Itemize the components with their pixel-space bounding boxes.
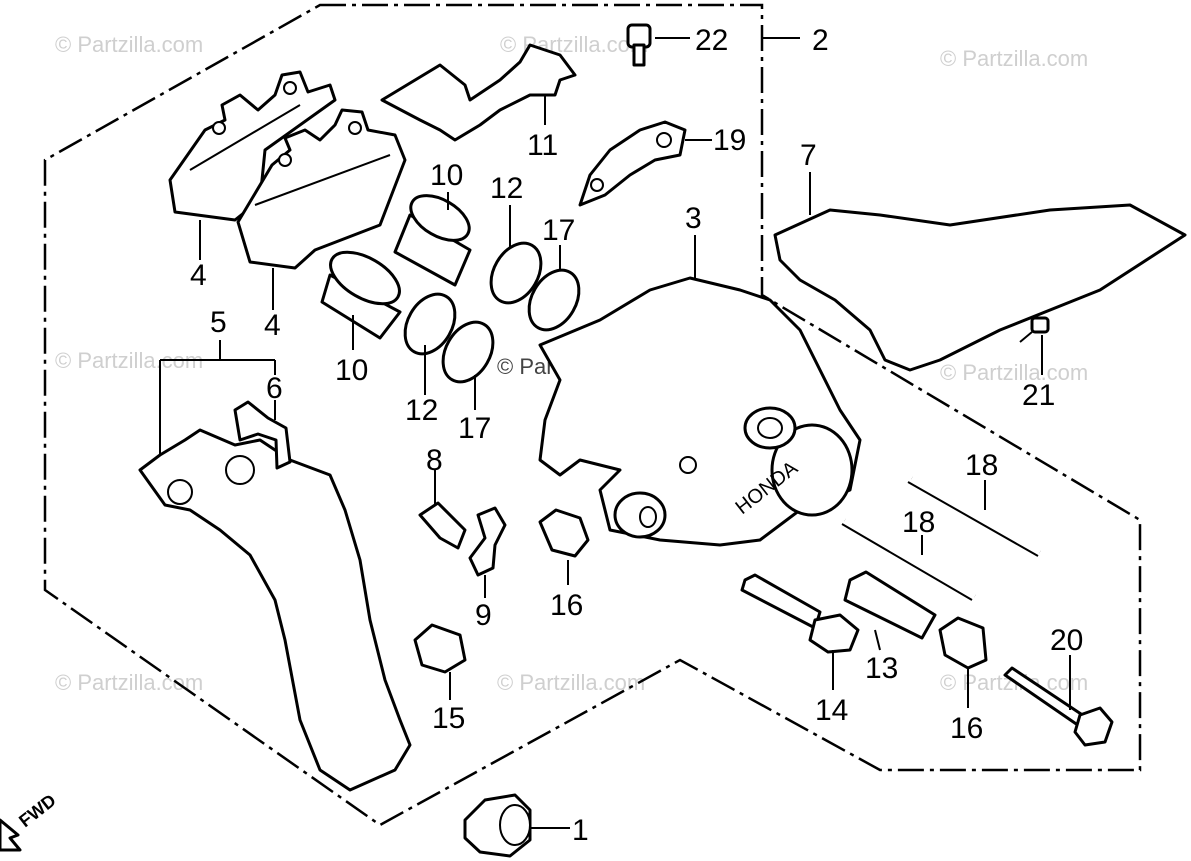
dust-seal-lower (441, 320, 495, 384)
piston-lower (320, 250, 402, 340)
pad-pin-lower (841, 517, 977, 601)
piston-seal-upper (489, 241, 543, 305)
bracket-clip (233, 400, 292, 470)
callout-2: 2 (812, 24, 829, 57)
callout-4: 4 (190, 259, 207, 292)
callout-17: 17 (542, 214, 575, 247)
callout-10: 10 (430, 159, 463, 192)
assembly-outline (43, 3, 1142, 827)
dust-seal-upper (527, 268, 581, 332)
callout-8: 8 (426, 444, 443, 477)
watermark: © Partzilla.com (497, 670, 645, 695)
watermark: © Partzilla.com (940, 360, 1088, 385)
callouts: 1 2 3 4 4 5 6 7 8 9 10 10 11 12 12 13 14… (190, 24, 1083, 847)
caliper-guard (773, 203, 1187, 372)
callout-1: 1 (572, 814, 589, 847)
bracket-hole (167, 479, 193, 505)
piston-upper (393, 194, 472, 287)
callout-5: 5 (210, 306, 227, 339)
callout-3: 3 (685, 202, 702, 235)
watermark: © Partzilla.com (940, 46, 1088, 71)
watermark: © Partzilla.com (55, 32, 203, 57)
bracket-hole (225, 455, 255, 485)
callout-18: 18 (965, 449, 998, 482)
callout-16: 16 (950, 712, 983, 745)
callout-17: 17 (458, 412, 491, 445)
forward-direction: FWD (0, 790, 60, 852)
collar (463, 793, 532, 858)
callout-6: 6 (266, 372, 283, 405)
callout-15: 15 (432, 702, 465, 735)
callout-11: 11 (527, 129, 558, 162)
callout-4: 4 (264, 309, 281, 342)
callout-12: 12 (490, 172, 523, 205)
callout-14: 14 (815, 694, 848, 727)
callout-9: 9 (475, 599, 492, 632)
watermark: © Partzilla.com (55, 670, 203, 695)
boot-upper (538, 508, 590, 558)
caliper-bracket (138, 428, 412, 792)
bleeder-valve (418, 501, 467, 550)
pad-spring (380, 43, 577, 142)
small-screw (1019, 316, 1050, 343)
callout-7: 7 (800, 139, 817, 172)
slide-bolt (740, 573, 860, 654)
callout-21: 21 (1022, 379, 1055, 412)
callout-16: 16 (550, 589, 583, 622)
small-bolt (626, 23, 652, 67)
callout-10: 10 (335, 354, 368, 387)
watermark: © Partzilla.com (500, 32, 648, 57)
callout-13: 13 (865, 652, 898, 685)
piston-seal-lower (403, 292, 457, 356)
brake-pad-inner (236, 108, 407, 270)
pad-pin-upper (907, 475, 1042, 557)
arrow-icon (0, 818, 22, 852)
callout-19: 19 (713, 124, 746, 157)
leader-lines (159, 37, 1071, 829)
pin-sleeve (843, 570, 937, 640)
pin-boot (413, 623, 467, 674)
bleeder-cap (468, 506, 507, 577)
caliper-body: HONDA (538, 276, 862, 547)
long-bolt (1003, 666, 1114, 747)
callout-18: 18 (902, 506, 935, 539)
boot-lower (938, 616, 988, 670)
callout-22: 22 (695, 24, 728, 57)
direction-label: FWD (15, 790, 60, 831)
callout-20: 20 (1050, 624, 1083, 657)
callout-12: 12 (405, 394, 438, 427)
